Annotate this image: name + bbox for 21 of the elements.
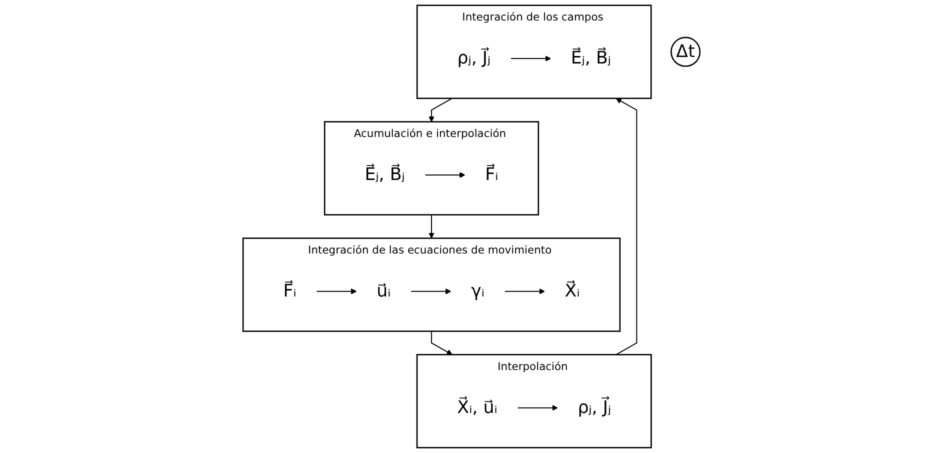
- node-text: X⃗ᵢ, u⃗ᵢ: [457, 397, 498, 418]
- node-text: u⃗ᵢ: [376, 281, 391, 302]
- arrow: [510, 56, 552, 62]
- arrow: [517, 404, 558, 411]
- node-text: F⃗ᵢ: [283, 281, 296, 302]
- arrow: [316, 288, 357, 294]
- node-text: X⃗ᵢ: [564, 281, 580, 302]
- node-text: ρⱼ, J⃗ⱼ: [457, 48, 491, 68]
- arrow: [428, 98, 452, 122]
- node-text: F⃗ᵢ: [485, 164, 498, 185]
- arrow: [431, 331, 452, 355]
- node-text: E⃗ⱼ, B⃗ⱼ: [570, 48, 611, 68]
- arrow: [428, 214, 434, 238]
- node-text: ρⱼ, J⃗ⱼ: [578, 397, 612, 418]
- arrow: [424, 172, 466, 178]
- arrow: [410, 288, 452, 294]
- node-circle: Δt: [670, 36, 701, 67]
- arrow: [616, 98, 638, 356]
- node-text: γᵢ: [471, 281, 484, 302]
- arrow: [504, 288, 545, 294]
- node-text: E⃗ⱼ, B⃗ⱼ: [364, 164, 405, 185]
